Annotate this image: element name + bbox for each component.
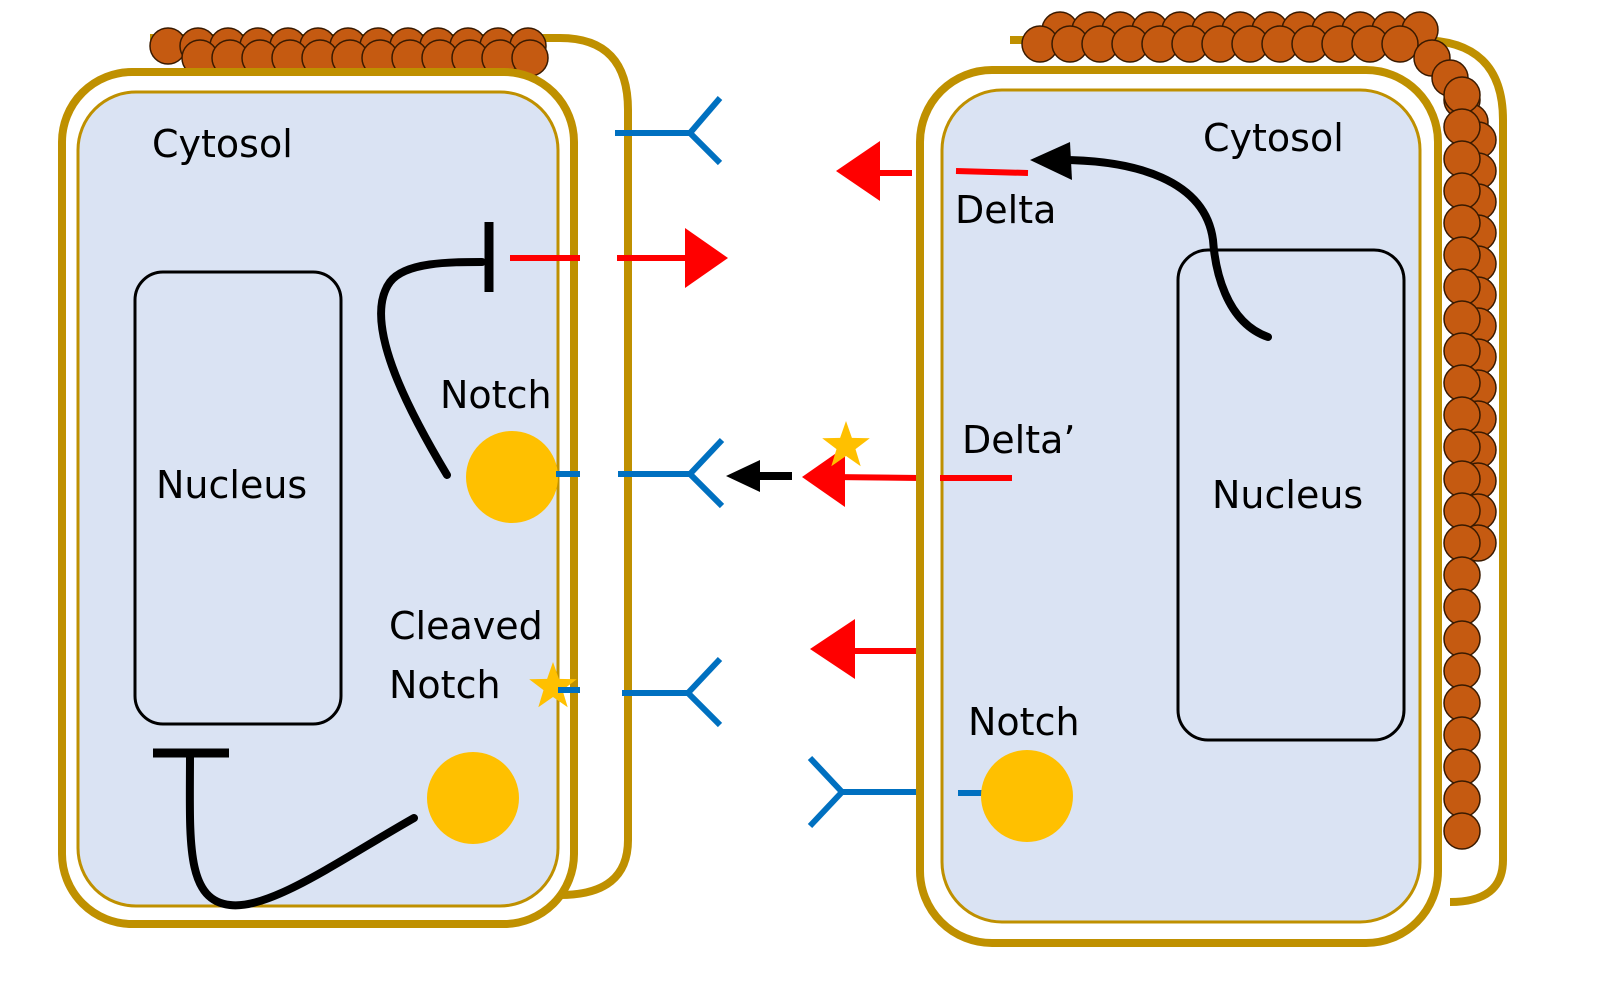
wall-bead-icon [1443, 492, 1481, 530]
wall-bead-icon [1443, 588, 1481, 626]
wall-bead-icon [1443, 460, 1481, 498]
right-delta-red-arrow-icon-2 [810, 619, 920, 679]
right-cytosol-label: Cytosol [1203, 116, 1344, 160]
notch-icd-inhibits-nucleus-path [185, 750, 418, 910]
left-notch-circle-icon [466, 431, 558, 523]
wall-bead-icon [1443, 524, 1481, 562]
wall-bead-icon [1443, 332, 1481, 370]
wall-bead-icon [1443, 556, 1481, 594]
wall-bead-icon [1443, 76, 1481, 114]
notch-icd-circle-icon [427, 752, 519, 844]
left-cytosol-label: Cytosol [152, 122, 293, 166]
wall-bead-icon [1443, 268, 1481, 306]
wall-bead-icon [1443, 140, 1481, 178]
wall-bead-icon [1443, 300, 1481, 338]
left-nucleus-label: Nucleus [156, 463, 307, 507]
notch-inhibits-delta-path [377, 258, 486, 479]
wall-bead-icon [1443, 204, 1481, 242]
left-notch-label: Notch [440, 373, 552, 417]
right-delta-ligand [955, 168, 1029, 176]
wall-bead-icon [1443, 620, 1481, 658]
left-receptor-y-icon-2 [618, 437, 725, 509]
wall-bead-icon [1443, 428, 1481, 466]
left-delta-red-arrow-icon [617, 228, 728, 288]
right-cell-wall-beads [1021, 11, 1497, 850]
cleaved-notch-label-line2: Notch [389, 663, 501, 707]
wall-bead-icon [1443, 236, 1481, 274]
cleaved-notch-label-line1: Cleaved [389, 604, 543, 648]
left-receptor-y-icon-3 [622, 656, 723, 728]
wall-bead-icon [1381, 25, 1419, 63]
left-nucleus [133, 270, 343, 726]
wall-bead-icon [1443, 108, 1481, 146]
binding-black-arrow-icon [726, 460, 792, 492]
delta-prime-label: Delta’ [962, 418, 1075, 462]
right-delta-red-arrow-icon-1 [836, 141, 912, 201]
cleaved-notch-star-icon [529, 662, 577, 708]
right-receptor-y-icon [807, 755, 916, 829]
wall-bead-icon [1443, 812, 1481, 850]
delta-prime-star-icon [822, 421, 870, 467]
right-nucleus [1176, 248, 1406, 742]
wall-bead-icon [1443, 396, 1481, 434]
right-notch-circle-icon [981, 750, 1073, 842]
delta-label: Delta [955, 188, 1056, 232]
intercellular-signals [615, 96, 921, 829]
left-cell: Cytosol Nucleus Notch Cleaved Notch [58, 27, 632, 928]
wall-bead-icon [1443, 780, 1481, 818]
wall-bead-icon [1443, 748, 1481, 786]
left-receptor-y-icon-1 [615, 96, 723, 166]
wall-bead-icon [1443, 364, 1481, 402]
nucleus-expresses-delta-arrow [1056, 156, 1272, 341]
right-notch-label: Notch [968, 700, 1080, 744]
delta-expression-arrowhead-icon [1030, 142, 1072, 180]
left-cell-back-outline [150, 34, 632, 899]
right-cell-back-outline [1010, 36, 1507, 906]
right-cell: Cytosol Nucleus Delta Delta’ Notch [916, 11, 1507, 947]
wall-bead-icon [1443, 652, 1481, 690]
right-nucleus-label: Nucleus [1212, 473, 1363, 517]
wall-bead-icon [1443, 172, 1481, 210]
wall-bead-icon [1443, 716, 1481, 754]
wall-bead-icon [1443, 684, 1481, 722]
right-delta-prime-red-arrow-icon [802, 447, 921, 507]
left-cell-wall-beads [149, 27, 549, 77]
